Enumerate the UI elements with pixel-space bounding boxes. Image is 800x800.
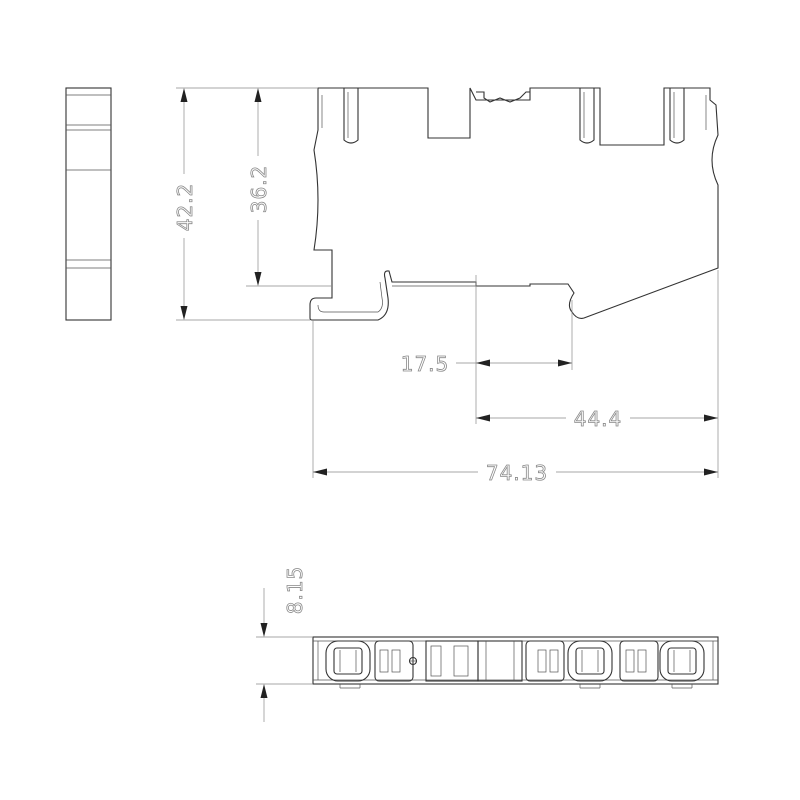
dimension-thickness [256,588,313,722]
dim-label-74-13: 74.13 [486,461,548,485]
dim-label-8-15: 8.15 [283,566,307,615]
terminal-outline [309,87,719,321]
front-view [309,87,719,321]
top-view [312,636,719,689]
side-view [65,87,112,321]
dim-label-44-4: 44.4 [574,407,623,431]
dim-label-42-2: 42.2 [173,183,197,232]
dimension-lines [176,87,719,478]
dim-label-17-5: 17.5 [401,352,450,376]
dim-label-36-2: 36.2 [247,165,271,214]
